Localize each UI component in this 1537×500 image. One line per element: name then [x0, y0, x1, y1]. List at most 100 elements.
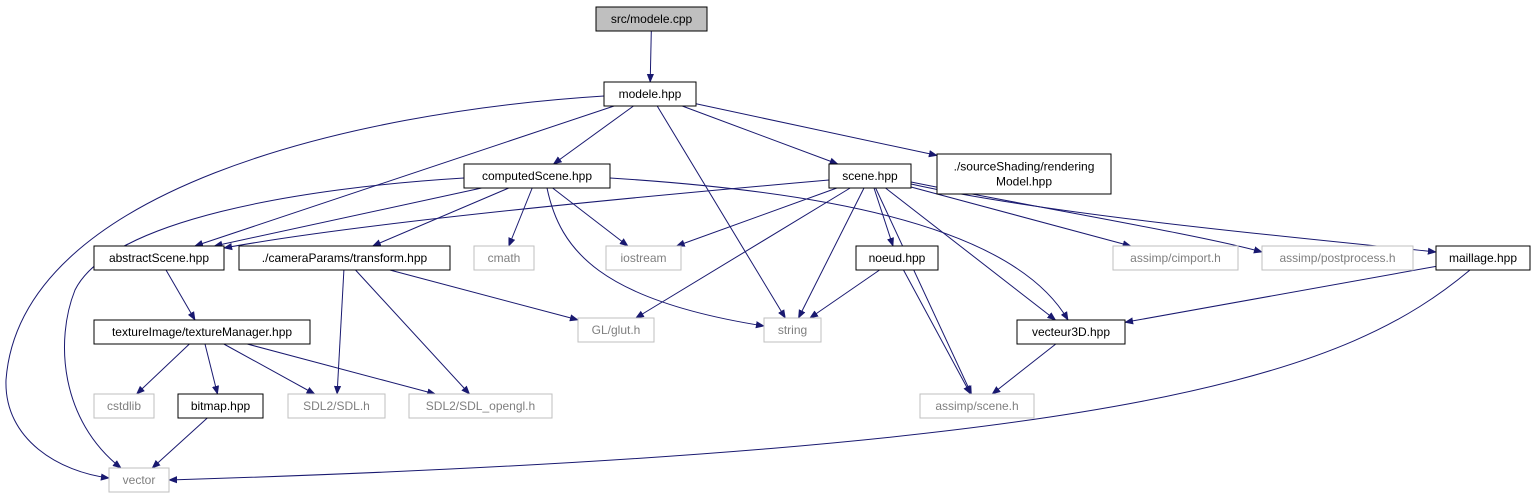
node-label: abstractScene.hpp — [109, 251, 209, 265]
node-box — [93, 319, 311, 345]
edge-modele-to-string — [656, 105, 786, 319]
edge-computedScene-to-iostream — [552, 187, 629, 247]
node-box — [919, 393, 1035, 419]
edge-computedScene-to-abstractScene — [213, 187, 482, 248]
node-box — [936, 153, 1112, 195]
node-label: assimp/scene.h — [935, 399, 1018, 413]
node-box — [93, 245, 225, 271]
edge-computedScene-to-vector — [63, 177, 465, 469]
edge-modele-to-renderingModel — [695, 103, 938, 158]
node-sdl: SDL2/SDL.h — [287, 393, 386, 419]
edge-transform-to-sdlopengl — [355, 269, 471, 395]
edge-bitmap-to-vector — [151, 417, 208, 469]
node-string: string — [763, 317, 822, 343]
node-box — [828, 163, 912, 189]
node-label: computedScene.hpp — [482, 169, 592, 183]
node-cstdlib: cstdlib — [93, 393, 155, 419]
node-label: SDL2/SDL_opengl.h — [426, 399, 535, 413]
node-vector: vector — [108, 467, 170, 493]
node-box — [605, 245, 682, 271]
node-box — [93, 393, 155, 419]
node-transform[interactable]: ./cameraParams/transform.hpp — [238, 245, 451, 271]
node-box — [177, 393, 264, 419]
node-noeud[interactable]: noeud.hpp — [855, 245, 939, 271]
node-box — [595, 6, 708, 32]
edge-computedScene-to-cmath — [508, 187, 533, 247]
node-label: iostream — [620, 251, 666, 265]
node-label: assimp/cimport.h — [1130, 251, 1221, 265]
node-label: ./sourceShading/rendering — [954, 160, 1095, 174]
node-label: src/modele.cpp — [611, 12, 693, 26]
edge-noeud-to-string — [809, 269, 880, 319]
edge-scene-to-iostream — [675, 187, 838, 247]
node-label: cstdlib — [107, 399, 141, 413]
node-label: ./cameraParams/transform.hpp — [262, 251, 428, 265]
node-box — [408, 393, 553, 419]
edge-textureManager-to-cstdlib — [135, 343, 190, 395]
edge-scene-to-abstractScene — [223, 179, 830, 251]
nodes-layer: src/modele.cpp modele.hpp computedScene.hp… — [93, 6, 1531, 493]
edge-scene-to-vecteur3D — [885, 187, 1057, 321]
node-label: modele.hpp — [619, 87, 682, 101]
node-label: vector — [123, 473, 156, 487]
node-label: textureImage/textureManager.hpp — [112, 325, 292, 339]
node-box — [463, 163, 611, 189]
node-label: vecteur3D.hpp — [1032, 325, 1110, 339]
edge-modele-to-scene — [682, 105, 839, 165]
node-label: cmath — [488, 251, 521, 265]
node-modele[interactable]: modele.hpp — [603, 81, 697, 107]
node-cimport: assimp/cimport.h — [1112, 245, 1239, 271]
edge-computedScene-to-string — [546, 187, 765, 329]
edge-scene-to-string — [798, 187, 865, 319]
node-computedScene[interactable]: computedScene.hpp — [463, 163, 611, 189]
node-box — [1112, 245, 1239, 271]
edge-maillage-to-vector — [168, 269, 1471, 484]
node-box — [855, 245, 939, 271]
edge-scene-to-noeud — [873, 187, 894, 247]
node-label: SDL2/SDL.h — [303, 399, 370, 413]
edge-computedScene-to-transform — [371, 187, 509, 247]
edge-abstractScene-to-textureManager — [165, 269, 196, 321]
edge-modele-to-computedScene — [552, 105, 634, 165]
node-box — [1435, 245, 1531, 271]
node-root[interactable]: src/modele.cpp — [595, 6, 708, 32]
node-box — [108, 467, 170, 493]
node-box — [238, 245, 451, 271]
node-textureManager[interactable]: textureImage/textureManager.hpp — [93, 319, 311, 345]
node-box — [603, 81, 697, 107]
node-label: bitmap.hpp — [191, 399, 251, 413]
edge-modele-to-abstractScene — [194, 105, 615, 247]
edge-root-to-modele — [646, 30, 654, 83]
node-label: Model.hpp — [996, 175, 1052, 189]
node-sdlopengl: SDL2/SDL_opengl.h — [408, 393, 553, 419]
node-box — [1261, 245, 1414, 271]
edge-textureManager-to-bitmap — [204, 343, 220, 395]
node-scene[interactable]: scene.hpp — [828, 163, 912, 189]
edge-textureManager-to-sdl — [223, 343, 316, 395]
edge-modele-to-vector — [5, 95, 605, 481]
node-label: noeud.hpp — [869, 251, 926, 265]
node-label: scene.hpp — [842, 169, 898, 183]
node-label: assimp/postprocess.h — [1279, 251, 1395, 265]
node-cmath: cmath — [473, 245, 535, 271]
node-vecteur3D[interactable]: vecteur3D.hpp — [1016, 319, 1126, 345]
node-abstractScene[interactable]: abstractScene.hpp — [93, 245, 225, 271]
node-glut: GL/glut.h — [577, 317, 655, 343]
node-label: GL/glut.h — [592, 323, 641, 337]
node-box — [577, 317, 655, 343]
edge-noeud-to-assimpscene — [903, 269, 971, 395]
node-box — [1016, 319, 1126, 345]
edge-vecteur3D-to-assimpscene — [991, 343, 1057, 395]
edge-scene-to-glut — [635, 187, 851, 319]
edge-transform-to-glut — [389, 269, 579, 322]
node-box — [763, 317, 822, 343]
node-maillage[interactable]: maillage.hpp — [1435, 245, 1531, 271]
edges-layer — [5, 30, 1471, 484]
edge-textureManager-to-sdlopengl — [247, 343, 437, 396]
node-bitmap[interactable]: bitmap.hpp — [177, 393, 264, 419]
edge-maillage-to-vecteur3D — [1124, 265, 1437, 325]
edge-scene-to-cimport — [910, 186, 1132, 248]
node-postprocess: assimp/postprocess.h — [1261, 245, 1414, 271]
